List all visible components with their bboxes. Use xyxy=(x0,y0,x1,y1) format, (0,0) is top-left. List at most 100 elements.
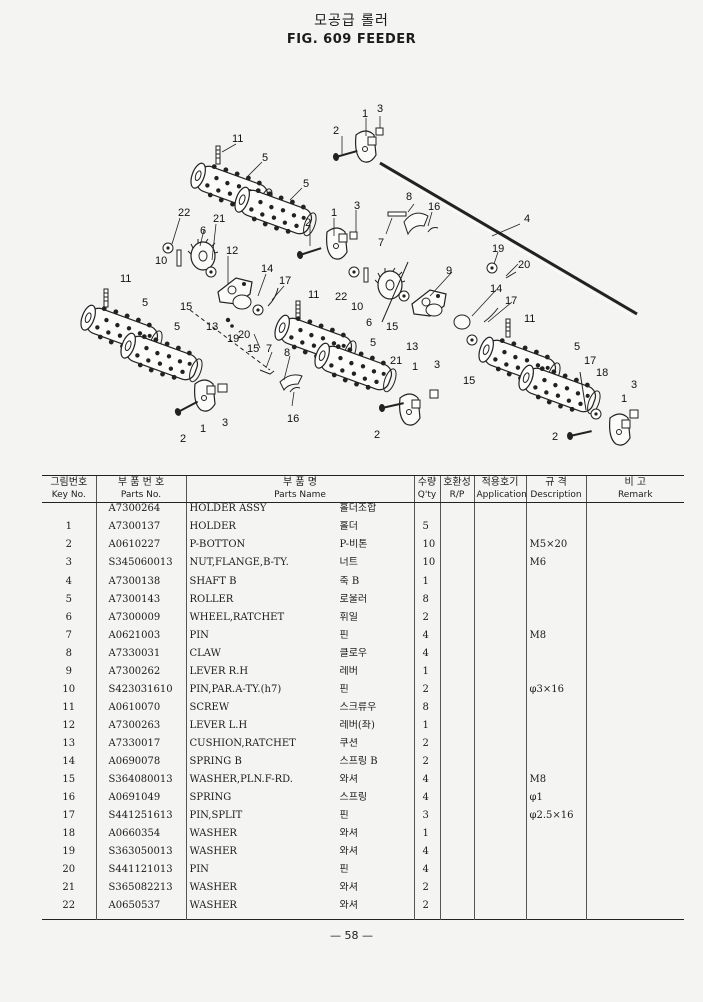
callout-19: 19 xyxy=(227,333,239,345)
part-number-cell: A7330031 xyxy=(95,647,186,666)
part-number-cell: S345060013 xyxy=(95,557,186,576)
rp-cell xyxy=(439,557,474,576)
description-cell: M8 xyxy=(525,774,586,793)
empty-cell xyxy=(413,918,440,920)
remark-cell xyxy=(585,737,684,756)
part-name-ko: 핀 xyxy=(339,864,349,876)
part-name-en: PIN,SPLIT xyxy=(189,810,243,822)
rp-cell xyxy=(439,828,474,847)
key-cell: 13 xyxy=(62,737,76,749)
callout-1b: 1 xyxy=(331,207,337,219)
callout-6: 6 xyxy=(200,225,206,237)
figure-title: FIG. 609 FEEDER xyxy=(286,32,417,47)
part-name-en: PIN xyxy=(189,864,209,876)
callout-2: 2 xyxy=(333,125,339,137)
description-cell xyxy=(525,828,586,847)
callout-5e: 5 xyxy=(370,337,376,349)
rp-cell xyxy=(439,611,474,630)
callout-4: 4 xyxy=(524,213,530,225)
callout-15c: 15 xyxy=(386,321,398,333)
description-cell xyxy=(525,846,586,865)
qty-cell: 10 xyxy=(413,539,440,558)
part-name-ko: 와셔 xyxy=(339,828,358,840)
part-name-ko: 휘일 xyxy=(339,611,358,623)
part-name-en: P-BOTTON xyxy=(189,539,246,551)
part-number-cell: A7300263 xyxy=(95,719,186,738)
application-cell xyxy=(473,828,526,847)
part-name-cell: WASHER,PLN.F-RD.와셔 xyxy=(185,774,414,793)
part-name-ko: 홀더조합 xyxy=(339,503,377,514)
key-cell: 15 xyxy=(62,774,76,786)
application-cell xyxy=(473,575,526,594)
part-name-en: CLAW xyxy=(189,647,221,659)
callout-19b: 19 xyxy=(492,243,504,255)
application-cell xyxy=(473,521,526,540)
empty-cell xyxy=(473,918,526,920)
rp-cell xyxy=(439,846,474,865)
description-cell xyxy=(525,719,586,738)
remark-cell xyxy=(585,701,684,720)
qty-cell: 2 xyxy=(413,611,440,630)
application-cell xyxy=(473,593,526,612)
key-cell: 8 xyxy=(65,647,72,659)
qty-cell: 8 xyxy=(413,593,440,612)
part-number-cell: A0660354 xyxy=(95,828,186,847)
remark-cell xyxy=(585,629,684,648)
callout-11c: 11 xyxy=(308,289,319,301)
qty-cell: 4 xyxy=(413,774,440,793)
description-cell xyxy=(525,647,586,666)
description-cell xyxy=(525,593,586,612)
qty-cell: 4 xyxy=(413,864,440,883)
callout-20: 20 xyxy=(238,329,250,341)
key-cell: 22 xyxy=(62,900,76,912)
callout-5c: 5 xyxy=(142,297,148,309)
key-cell: 21 xyxy=(62,882,76,894)
callout-3e: 3 xyxy=(631,379,637,391)
part-name-en: NUT,FLANGE,B-TY. xyxy=(189,557,289,569)
qty-cell: 4 xyxy=(413,647,440,666)
application-cell xyxy=(473,882,526,901)
rp-cell xyxy=(439,539,474,558)
description-cell xyxy=(525,611,586,630)
qty-cell: 2 xyxy=(413,900,440,919)
part-name-ko: 핀 xyxy=(339,629,349,641)
callout-16: 16 xyxy=(428,201,440,213)
remark-cell xyxy=(585,575,684,594)
key-cell: 1 xyxy=(65,521,72,533)
qty-cell: 4 xyxy=(413,846,440,865)
callout-17b: 17 xyxy=(505,295,517,307)
description-cell xyxy=(525,575,586,594)
part-name-en: CUSHION,RATCHET xyxy=(189,737,296,749)
part-name-cell: PIN 핀 xyxy=(185,864,414,883)
remark-cell xyxy=(585,810,684,829)
key-cell: 20 xyxy=(62,864,76,876)
part-name-ko: 홀더 xyxy=(339,521,358,533)
part-name-ko: 레버(좌) xyxy=(339,719,375,731)
rp-cell xyxy=(439,701,474,720)
callout-20b: 20 xyxy=(518,259,530,271)
application-cell xyxy=(473,647,526,666)
part-name-ko: 스크류우 xyxy=(339,701,377,713)
rp-cell xyxy=(439,719,474,738)
part-number-cell: S364080013 xyxy=(95,774,186,793)
part-number-cell: S441121013 xyxy=(95,864,186,883)
description-cell: φ3×16 xyxy=(525,683,586,702)
part-number-cell: A7330017 xyxy=(95,737,186,756)
part-name-cell: NUT,FLANGE,B-TY.너트 xyxy=(185,557,414,576)
key-cell: 14 xyxy=(62,755,76,767)
